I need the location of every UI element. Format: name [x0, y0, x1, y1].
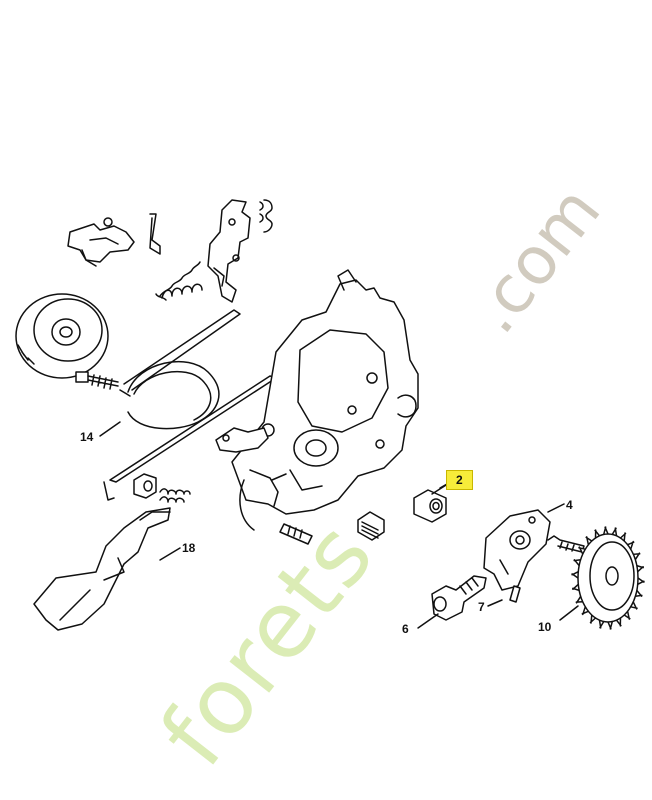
bushing-part — [133, 473, 157, 499]
leader-line-7 — [487, 599, 503, 607]
sleeve-part-2 — [413, 479, 455, 523]
brake-band-part — [119, 309, 241, 430]
oil-pump-housing-part — [483, 509, 551, 591]
pin-part — [509, 585, 521, 603]
leader-line-18 — [159, 547, 181, 561]
callout-10[interactable]: 10 — [538, 620, 552, 634]
callout-4[interactable]: 4 — [566, 498, 573, 512]
callout-6[interactable]: 6 — [402, 622, 409, 636]
small-clip-part — [149, 213, 161, 255]
gear-teeth — [571, 526, 645, 630]
worm-shaft-part — [431, 575, 487, 621]
callout-7[interactable]: 7 — [478, 600, 485, 614]
coil-spring-left-part — [155, 261, 203, 301]
brake-lever-part — [207, 199, 251, 303]
pawl-bracket-part — [67, 217, 135, 267]
callout-18[interactable]: 18 — [182, 541, 196, 555]
leader-line-4 — [547, 503, 565, 513]
leader-line-10 — [559, 605, 579, 621]
flywheel-part — [15, 293, 109, 379]
bolt-part — [279, 523, 313, 545]
leader-line-14 — [99, 421, 121, 437]
leader-line-6 — [417, 613, 439, 629]
threaded-insert-part — [357, 511, 385, 541]
handle-lever-part — [33, 507, 171, 631]
small-spring-mid-part — [159, 488, 191, 503]
worm-gear-part — [571, 526, 645, 630]
pump-screw-part — [547, 535, 585, 553]
side-bracket-part — [215, 427, 269, 453]
callout-2-highlighted[interactable]: 2 — [446, 470, 473, 490]
crankcase-part — [231, 269, 419, 531]
small-spring-top-part — [259, 199, 273, 233]
screw-part — [75, 371, 119, 390]
callout-14[interactable]: 14 — [80, 430, 94, 444]
